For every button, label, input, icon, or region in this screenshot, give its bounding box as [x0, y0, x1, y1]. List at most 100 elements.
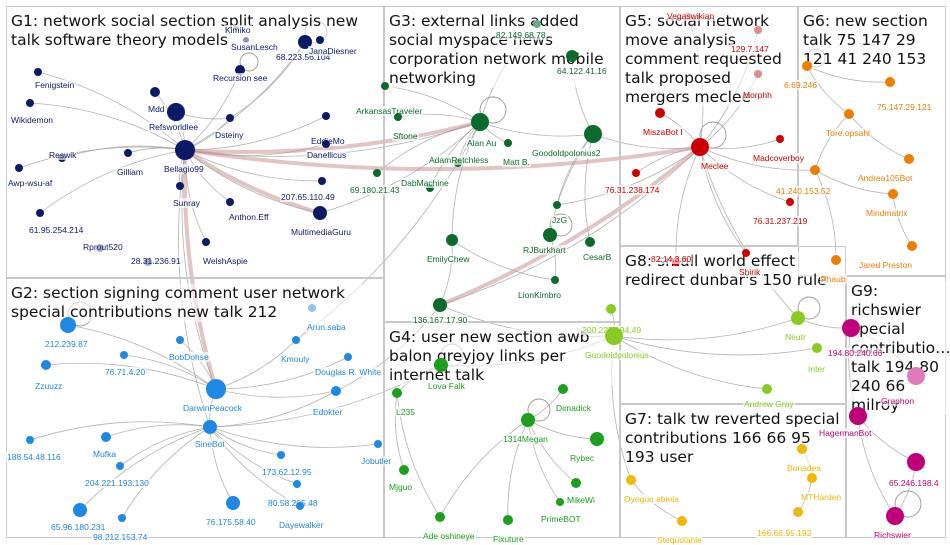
node-EmilyChew[interactable]: [446, 234, 458, 246]
node-MattB[interactable]: [504, 139, 512, 147]
node-ip200[interactable]: [606, 304, 616, 314]
node-Dsteiny[interactable]: [226, 114, 234, 122]
node-BobDohse[interactable]: [176, 336, 184, 344]
node-Mjguo[interactable]: [399, 465, 409, 475]
node-Meclee[interactable]: [691, 138, 709, 156]
node-DouglasWhite[interactable]: [344, 353, 352, 361]
node-ArunSaba[interactable]: [308, 304, 316, 312]
node-Stequolanie[interactable]: [677, 516, 687, 526]
node-Jobutler[interactable]: [374, 440, 382, 448]
node-Mdd[interactable]: [150, 87, 160, 97]
node-JanaDiesner[interactable]: [316, 36, 324, 44]
node-Megan[interactable]: [521, 413, 535, 427]
node-Arkansas[interactable]: [381, 82, 389, 90]
node-ip212[interactable]: [60, 317, 76, 333]
node-ip76174[interactable]: [632, 169, 640, 177]
node-Shirik[interactable]: [742, 249, 750, 257]
node-Refsworldlee[interactable]: [167, 103, 185, 121]
node-ip173[interactable]: [277, 451, 285, 459]
node-Zzuuzz[interactable]: [41, 360, 51, 370]
node-Edokter[interactable]: [331, 386, 341, 396]
node-Bellagio99[interactable]: [175, 140, 195, 160]
node-ip65[interactable]: [73, 503, 87, 517]
node-ip136[interactable]: [433, 298, 447, 312]
node-Fixuture[interactable]: [503, 515, 513, 525]
node-Wikidemon[interactable]: [26, 99, 34, 107]
node-Oyegun[interactable]: [626, 475, 636, 485]
node-Richswier[interactable]: [886, 507, 904, 525]
node-AnthonEff[interactable]: [226, 198, 234, 206]
node-ip98[interactable]: [118, 514, 126, 522]
node-AlanAu[interactable]: [471, 113, 489, 131]
node-label: ArkansasTraveler: [355, 106, 424, 116]
node-MTHarden[interactable]: [807, 473, 817, 483]
node-Andrea105[interactable]: [904, 154, 914, 164]
node-ip64[interactable]: [566, 50, 578, 62]
edge-Phaub-ip41: [814, 169, 837, 261]
node-Madcoverboy[interactable]: [776, 135, 784, 143]
node-Dayewalker[interactable]: [296, 502, 304, 510]
node-Graphon[interactable]: [907, 367, 925, 385]
node-LovaFalk[interactable]: [434, 358, 448, 372]
node-Rybec[interactable]: [590, 432, 604, 446]
node-CesarB[interactable]: [585, 237, 595, 247]
node-DarwinPeacock[interactable]: [206, 379, 226, 399]
node-WelshAspie[interactable]: [202, 238, 210, 246]
node-label: Mjguo: [388, 482, 414, 492]
node-Fenigstein[interactable]: [34, 68, 42, 76]
node-Goodold2[interactable]: [584, 125, 602, 143]
node-label: Rybec: [569, 453, 596, 463]
node-DabMachine[interactable]: [426, 184, 434, 192]
node-Mindmatrix[interactable]: [888, 189, 898, 199]
node-Gilliam[interactable]: [124, 149, 132, 157]
node-ip207[interactable]: [318, 177, 326, 185]
node-ip41[interactable]: [810, 165, 820, 175]
node-JaredPreston[interactable]: [907, 241, 917, 251]
node-ip82[interactable]: [533, 20, 541, 28]
node-Sftone[interactable]: [394, 113, 402, 121]
node-MMGuru[interactable]: [313, 206, 327, 220]
node-AdeOshineye[interactable]: [435, 512, 445, 522]
node-Neutr[interactable]: [791, 311, 805, 325]
node-Tore[interactable]: [844, 109, 854, 119]
node-Kmouly[interactable]: [292, 336, 300, 344]
node-Awp[interactable]: [15, 164, 23, 172]
node-ip76_175[interactable]: [226, 496, 240, 510]
node-GoodoldPol[interactable]: [605, 327, 623, 345]
node-ip6[interactable]: [802, 61, 812, 71]
node-EddieMo[interactable]: [322, 112, 330, 120]
node-Sunray[interactable]: [176, 182, 184, 190]
node-ip69[interactable]: [373, 169, 381, 177]
node-MikeWi[interactable]: [571, 478, 581, 488]
node-L235[interactable]: [392, 388, 402, 398]
node-ip61[interactable]: [36, 209, 44, 217]
node-JzG[interactable]: [553, 201, 561, 209]
node-ip188[interactable]: [26, 436, 34, 444]
node-Recursion[interactable]: [235, 65, 245, 75]
node-ip75[interactable]: [885, 77, 895, 87]
node-ip68[interactable]: [298, 35, 312, 49]
node-ip129[interactable]: [754, 26, 762, 34]
node-ip65_246[interactable]: [907, 453, 925, 471]
node-Morphh[interactable]: [754, 70, 762, 78]
node-ip204[interactable]: [116, 462, 124, 470]
node-Inter[interactable]: [812, 343, 822, 353]
node-SineBot[interactable]: [203, 420, 217, 434]
node-SusanLesch[interactable]: [243, 37, 249, 43]
node-ip80[interactable]: [293, 480, 301, 488]
node-AndrewGray[interactable]: [762, 384, 772, 394]
node-Bonadea[interactable]: [797, 444, 807, 454]
node-LionKimbro[interactable]: [551, 276, 559, 284]
node-Danellicus[interactable]: [322, 140, 330, 148]
node-Mufka[interactable]: [101, 432, 111, 442]
node-Phaub[interactable]: [831, 255, 841, 265]
node-ip166[interactable]: [793, 507, 803, 517]
node-HagermanBot[interactable]: [849, 407, 867, 425]
node-ip76_71[interactable]: [120, 351, 128, 359]
node-RJBurkhart[interactable]: [543, 228, 557, 242]
node-ip76219[interactable]: [786, 198, 794, 206]
node-PrimeBOT[interactable]: [556, 498, 564, 506]
node-ip194[interactable]: [842, 319, 860, 337]
node-MiszaBot[interactable]: [655, 108, 665, 118]
node-Dimadick[interactable]: [558, 384, 568, 394]
